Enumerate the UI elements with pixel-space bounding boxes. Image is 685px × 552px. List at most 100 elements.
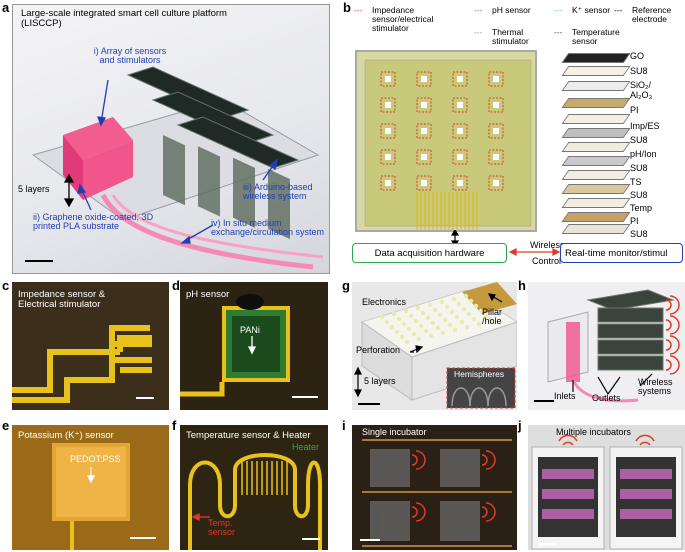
- chip-impedance-square: [452, 175, 468, 191]
- substrate-well: [379, 314, 385, 320]
- panel-g-photo: Electronics Pillar /hole Perforation 5 l…: [352, 282, 517, 410]
- panel-e-title: Potassium (K⁺) sensor: [18, 430, 114, 441]
- substrate-well: [428, 333, 434, 339]
- panel-label-b: b: [343, 0, 351, 15]
- panel-label-e: e: [2, 418, 10, 433]
- panel-e-pedot: PEDOT:PSS: [70, 454, 121, 464]
- legend-sym-ref: - - -: [614, 6, 623, 15]
- chip-impedance-square: [452, 71, 468, 87]
- stacked-system-illustration: [534, 289, 680, 403]
- legend-sym-temp: - - -: [554, 28, 563, 37]
- panel-e-photo: Potassium (K⁺) sensor PEDOT:PSS: [12, 425, 169, 550]
- substrate-well: [471, 316, 477, 322]
- ph-electrode: [180, 294, 318, 398]
- substrate-well: [442, 317, 448, 323]
- legend-sym-k: - - -: [554, 6, 563, 15]
- substrate-well: [404, 339, 410, 345]
- panel-label-d: d: [172, 278, 180, 293]
- chip-electrode-pad: [493, 76, 499, 82]
- monitor-box: Real-time monitor/stimul: [560, 243, 683, 263]
- chip-impedance-square: [488, 71, 504, 87]
- chip-impedance-square: [452, 149, 468, 165]
- panel-f-photo: Temperature sensor & Heater Heater Temp.…: [180, 425, 328, 550]
- chip-impedance-square: [452, 123, 468, 139]
- stack-label-10: SU8: [630, 190, 648, 200]
- panel-a-layers: 5 layers: [18, 184, 50, 194]
- legend-sym-ph: - - -: [474, 6, 483, 15]
- panel-label-i: i: [342, 418, 346, 433]
- chip-impedance-square: [380, 175, 396, 191]
- substrate-well: [391, 311, 397, 317]
- chip-electrode-pad: [493, 154, 499, 160]
- panel-h-outlets: Outlets: [592, 393, 621, 403]
- panel-label-g: g: [342, 278, 350, 293]
- panel-g-layers: 5 layers: [364, 376, 396, 386]
- chip-electrode-pad: [457, 76, 463, 82]
- stack-label-5: Imp/ES: [630, 121, 660, 131]
- panel-h-photo: Inlets Outlets Wireless systems: [528, 282, 685, 410]
- stack-label-7: pH/Ion: [630, 149, 657, 159]
- chip-layout: [364, 59, 532, 230]
- legend-thermal: Thermal stimulator: [492, 27, 529, 46]
- stack-label-1: SU8: [630, 66, 648, 76]
- chip-impedance-square: [488, 97, 504, 113]
- chip-impedance-square: [380, 71, 396, 87]
- stack-label-12: PI: [630, 216, 639, 226]
- panel-b-chip: [355, 50, 537, 232]
- substrate-well: [473, 303, 479, 309]
- impedance-electrode: [12, 325, 154, 403]
- panel-g-perforation: Perforation: [356, 345, 401, 355]
- substrate-well: [449, 309, 455, 315]
- substrate-well: [408, 313, 414, 319]
- stack-label-11: Temp: [630, 203, 653, 213]
- substrate-well: [461, 306, 467, 312]
- chip-impedance-square: [380, 149, 396, 165]
- panel-a-annot-iv: iv) In situ medium exchange/circulation …: [211, 218, 325, 238]
- stack-label-2: SiO₂/: [630, 80, 651, 90]
- daq-box: Data acquisition hardware: [352, 243, 507, 263]
- chip-impedance-square: [416, 149, 432, 165]
- substrate-well: [440, 330, 446, 336]
- platform-illustration: [25, 66, 324, 270]
- substrate-well: [430, 320, 436, 326]
- control-label: Control: [532, 256, 562, 266]
- chip-electrode-pad: [385, 154, 391, 160]
- chip-impedance-square: [488, 175, 504, 191]
- panel-h-inlets: Inlets: [554, 391, 576, 401]
- panel-a-title: Large-scale integrated smart cell cultur…: [21, 8, 227, 29]
- stack-label-8: SU8: [630, 163, 648, 173]
- chip-impedance-square: [452, 97, 468, 113]
- chip-impedance-square: [488, 149, 504, 165]
- legend-sym-impedance: - - -: [354, 6, 363, 15]
- chip-impedance-square: [416, 97, 432, 113]
- substrate-well: [401, 321, 407, 327]
- substrate-well: [451, 296, 457, 302]
- chip-electrode-pad: [421, 102, 427, 108]
- panel-a-annot-i: i) Array of sensors and stimulators: [93, 46, 167, 66]
- chip-impedance-square: [380, 123, 396, 139]
- panel-f-title: Temperature sensor & Heater: [186, 430, 311, 441]
- substrate-well: [396, 316, 402, 322]
- substrate-well: [394, 329, 400, 335]
- chip-electrode-pad: [385, 102, 391, 108]
- substrate-well: [435, 325, 441, 331]
- substrate-well: [416, 336, 422, 342]
- chip-impedance-square: [416, 175, 432, 191]
- panel-g-electronics: Electronics: [362, 297, 407, 307]
- substrate-well: [464, 324, 470, 330]
- chip-electrode-pad: [421, 154, 427, 160]
- stack-label-0: GO: [630, 51, 645, 61]
- chip-electrode-pad: [493, 128, 499, 134]
- stack-label-6: SU8: [630, 135, 648, 145]
- substrate-well: [468, 298, 474, 304]
- panel-b-stack: [545, 48, 635, 238]
- substrate-well: [439, 299, 445, 305]
- chip-electrode-pad: [493, 102, 499, 108]
- substrate-well: [425, 315, 431, 321]
- panel-c-title: Impedance sensor & Electrical stimulator: [18, 289, 106, 310]
- substrate-well: [437, 312, 443, 318]
- panel-c-photo: Impedance sensor & Electrical stimulator: [12, 282, 169, 410]
- panel-a-annot-ii: ii) Graphene oxide-coated, 3D printed PL…: [33, 212, 154, 232]
- stack-label-3: Al₂O₃: [630, 90, 653, 100]
- panel-label-f: f: [172, 418, 177, 433]
